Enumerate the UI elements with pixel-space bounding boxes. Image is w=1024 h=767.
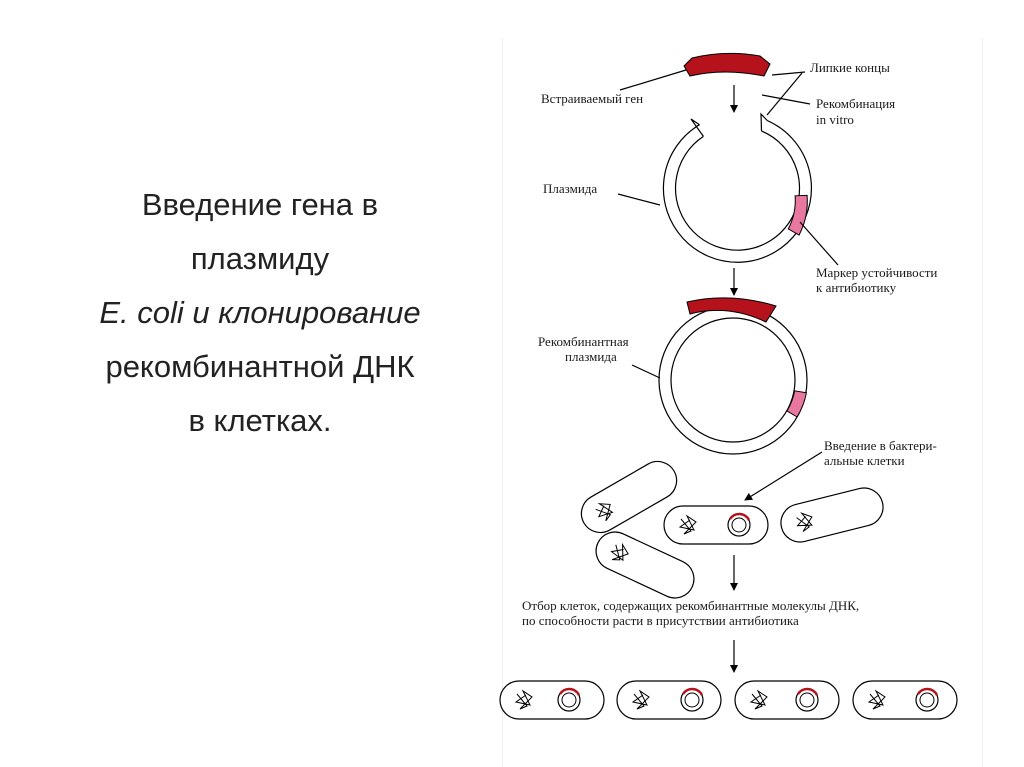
leader-sticky-end-right [771, 71, 806, 76]
bacterium-right [780, 487, 884, 543]
open-plasmid [662, 112, 813, 263]
label-introduction-1: Введение в бактери- [824, 438, 937, 453]
leader-marker [799, 221, 839, 266]
selected-clone-1 [499, 680, 605, 720]
label-recombination-2: in vitro [816, 112, 854, 127]
label-recombination-1: Рекомбинация [816, 96, 895, 111]
label-recombinant-plasmid-2: плазмида [565, 349, 617, 364]
title-line-3: E. coli и клонирование [99, 295, 421, 330]
recombinant-gene-segment [686, 297, 777, 323]
slide-title: Введение гена в плазмиду E. coli и клони… [20, 178, 500, 448]
label-sticky-ends: Липкие концы [810, 60, 890, 75]
leader-recombination [761, 94, 811, 105]
selected-clone-4 [852, 680, 958, 720]
selected-clone-2 [616, 680, 722, 720]
leader-sticky-end-lower [766, 72, 803, 116]
bacterium-upper-left [580, 460, 678, 534]
figure-border-right [982, 38, 983, 767]
label-inserted-gene: Встраиваемый ген [541, 91, 643, 106]
figure-border-left [502, 38, 503, 767]
label-selection-1: Отбор клеток, содержащих рекомбинантные … [522, 598, 859, 613]
title-line-4: рекомбинантной ДНК [105, 349, 415, 384]
title-line-1: Введение гена в [141, 187, 379, 222]
label-recombinant-plasmid-1: Рекомбинантная [538, 334, 629, 349]
title-line-2: плазмиду [190, 241, 330, 276]
leader-inserted-gene [619, 69, 687, 91]
plasmid-marker [787, 194, 808, 236]
recombinant-plasmid [658, 305, 808, 455]
bacterium-recipient [663, 505, 769, 545]
title-line-5: в клетках. [188, 403, 332, 438]
leader-plasmid [617, 193, 661, 206]
selected-clone-3 [734, 680, 840, 720]
leader-recombinant-plasmid [631, 364, 661, 379]
recombinant-marker [786, 390, 807, 418]
bacterium-lower-left [595, 531, 695, 599]
label-marker-2: к антибиотику [816, 280, 897, 295]
inserted-gene-fragment [683, 52, 771, 77]
label-introduction-2: альные клетки [824, 453, 905, 468]
label-selection-2: по способности расти в присутствии антиб… [522, 613, 799, 628]
arrow-introduction [744, 451, 823, 501]
label-plasmid: Плазмида [543, 181, 597, 196]
label-marker-1: Маркер устойчивости [816, 265, 937, 280]
